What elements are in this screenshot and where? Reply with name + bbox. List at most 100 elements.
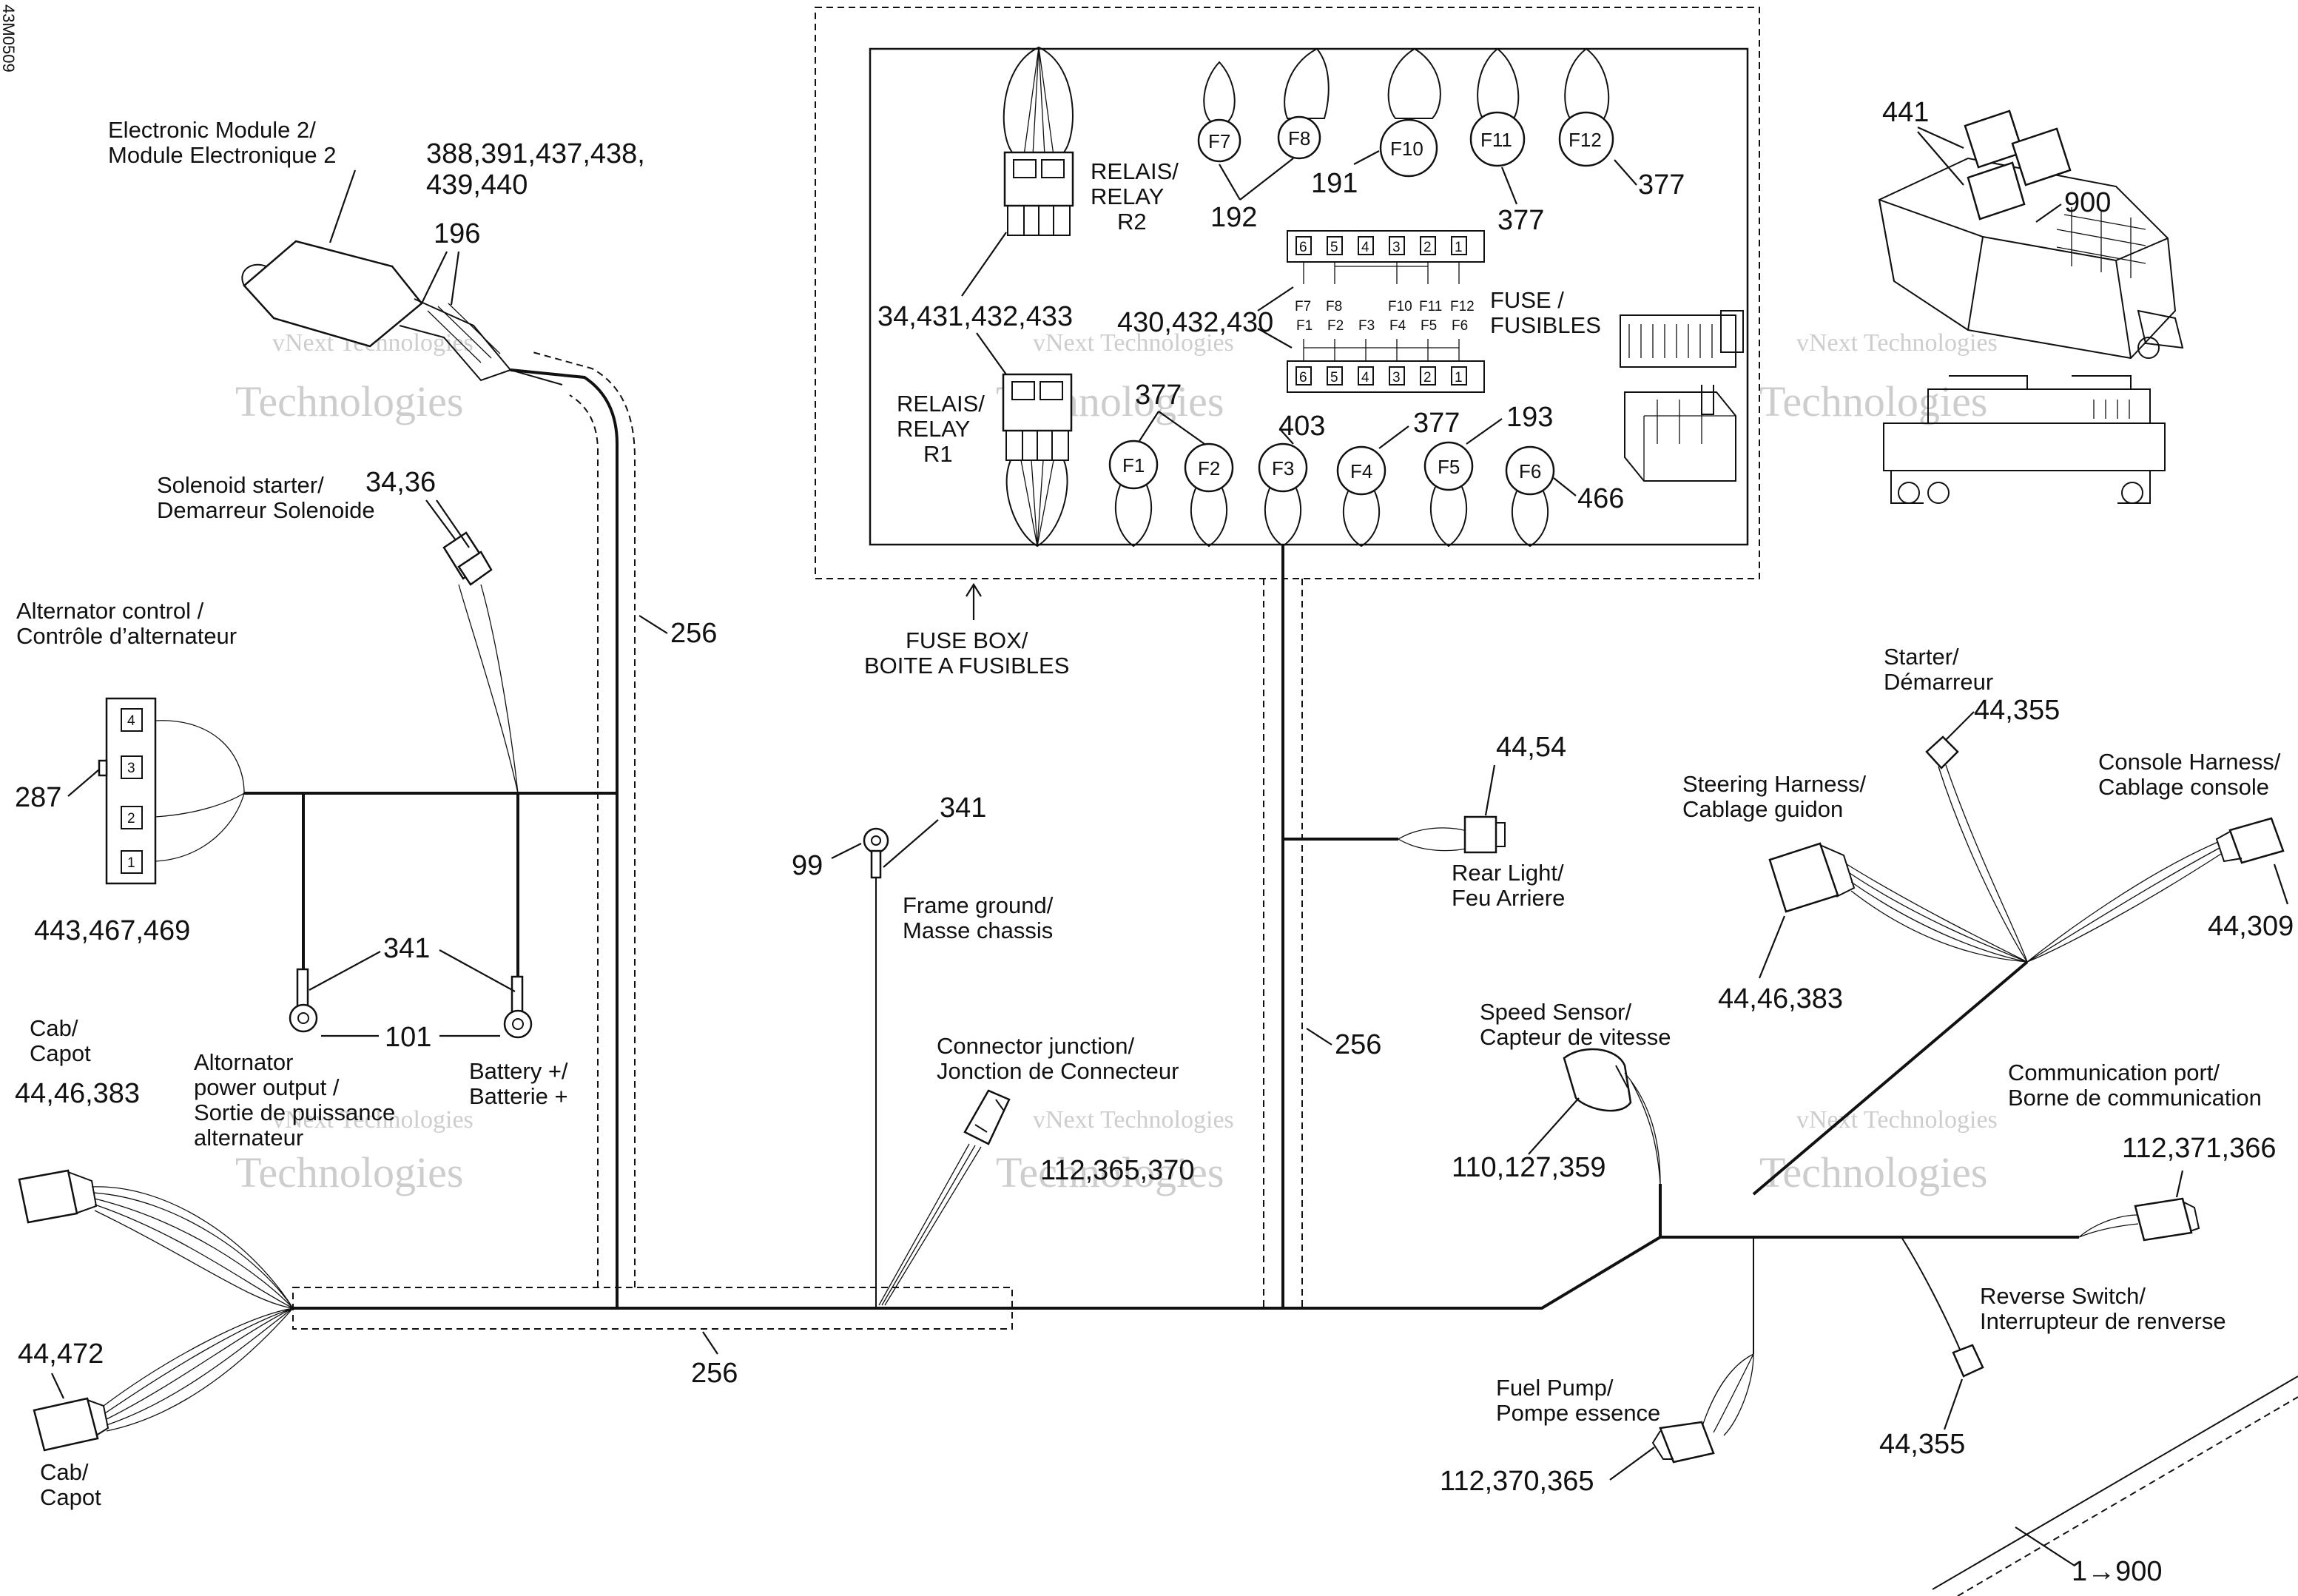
alternator-control-connector: 4 3 2 1 — [98, 697, 245, 885]
starter-label: Démarreur — [1884, 669, 1993, 695]
watermark-text: Technologies — [235, 1148, 463, 1196]
svg-text:F5: F5 — [1438, 456, 1460, 478]
ref-label: 287 — [15, 782, 61, 813]
fuse-label: FUSE / — [1490, 287, 1564, 313]
alt-control-label: Alternator control / — [16, 598, 204, 624]
connector-junction-label: Connector junction/ — [937, 1033, 1134, 1059]
alt-output-label: Altornator — [194, 1049, 293, 1075]
ref-label: 466 — [1577, 483, 1624, 514]
ref-label: 44,309 — [2208, 911, 2294, 942]
ring-terminal-battery — [503, 975, 533, 1039]
watermark-text: Technologies — [1759, 1148, 1987, 1196]
svg-text:F3: F3 — [1358, 318, 1375, 334]
rear-light-label: Feu Arriere — [1452, 885, 1565, 911]
ref-label: 377 — [1135, 380, 1182, 411]
ref-label: 403 — [1278, 411, 1325, 442]
fuse-label: FUSIBLES — [1490, 312, 1601, 338]
svg-text:3: 3 — [1392, 370, 1401, 385]
reverse-label: Interrupteur de renverse — [1980, 1308, 2226, 1334]
cab-upper-label: Cab/ — [30, 1015, 78, 1041]
fuse-f3: F3 — [1258, 442, 1308, 548]
battery-label: Battery +/ — [469, 1058, 568, 1084]
svg-text:F8: F8 — [1326, 299, 1342, 314]
ref-label: 256 — [670, 618, 717, 649]
svg-text:2: 2 — [127, 811, 135, 826]
alt-output-label: alternateur — [194, 1125, 303, 1151]
svg-text:F10: F10 — [1388, 299, 1412, 314]
ref-label: 341 — [940, 792, 986, 824]
fuse-holder-illustration — [1620, 310, 1744, 482]
connector-junction-label: Jonction de Connecteur — [937, 1058, 1179, 1084]
svg-text:3: 3 — [127, 761, 135, 776]
svg-text:F12: F12 — [1450, 299, 1475, 314]
relay-box-assembly — [1878, 110, 2184, 504]
frame-edge-line — [1932, 1376, 2298, 1590]
fuel-pump-label: Fuel Pump/ — [1496, 1375, 1614, 1401]
svg-text:F2: F2 — [1327, 318, 1344, 334]
reverse-label: Reverse Switch/ — [1980, 1283, 2146, 1309]
ref-label: 341 — [383, 933, 430, 964]
ref-label: 430,432,430 — [1117, 307, 1273, 338]
svg-text:3: 3 — [1392, 240, 1401, 255]
ref-label: 44,472 — [18, 1339, 104, 1370]
watermark-text: vNext Technologies — [1796, 1106, 1998, 1134]
watermark-text: vNext Technologies — [1796, 329, 1998, 357]
ref-label: 377 — [1497, 205, 1544, 236]
ref-label: 110,127,359 — [1452, 1152, 1606, 1183]
fuse-f4: F4 — [1336, 445, 1386, 548]
console-label: Cablage console — [2098, 774, 2269, 800]
svg-text:F7: F7 — [1208, 130, 1230, 152]
relay-r2 — [1003, 46, 1074, 236]
comm-port-label: Communication port/ — [2008, 1060, 2220, 1085]
svg-text:F11: F11 — [1480, 129, 1512, 151]
relay-r2-label: RELAIS/ — [1091, 158, 1179, 184]
ring-terminal-alternator — [289, 968, 318, 1033]
svg-text:F11: F11 — [1419, 299, 1442, 314]
svg-text:F6: F6 — [1452, 318, 1468, 334]
ref-label: 192 — [1210, 202, 1257, 233]
watermark-text: vNext Technologies — [1033, 1106, 1234, 1134]
svg-text:5: 5 — [1330, 240, 1338, 255]
ref-label: 256 — [691, 1358, 738, 1389]
ref-label: 101 — [385, 1022, 431, 1053]
svg-text:F10: F10 — [1390, 138, 1423, 160]
ref-label: 44,46,383 — [15, 1078, 140, 1109]
ref-label: 256 — [1335, 1029, 1381, 1060]
ref-label: 443,467,469 — [34, 915, 190, 946]
cab-connector-upper — [18, 1169, 294, 1309]
ref-label: 196 — [434, 218, 480, 249]
alt-output-label: power output / — [194, 1074, 340, 1100]
fuse-map: 6 5 4 3 2 1 F7 F8 F10 F11 F12 F1 F2 F3 F… — [1287, 230, 1485, 393]
svg-text:F2: F2 — [1198, 457, 1220, 479]
communication-port-connector — [2078, 1197, 2200, 1242]
svg-text:F1: F1 — [1122, 454, 1145, 477]
alt-control-label: Contrôle d’alternateur — [16, 623, 237, 649]
steering-harness-connector — [1768, 842, 2028, 963]
comm-port-label: Borne de communication — [2008, 1085, 2262, 1111]
ref-label: 44,355 — [1974, 695, 2060, 726]
svg-text:F12: F12 — [1568, 129, 1602, 151]
watermark-text: Technologies — [1759, 377, 1987, 425]
relay-r1-id: R1 — [923, 441, 953, 467]
ref-label: 34,36 — [365, 467, 436, 498]
frame-ground-label: Masse chassis — [903, 917, 1053, 943]
ref-label: 99 — [792, 850, 823, 881]
svg-text:4: 4 — [1361, 240, 1369, 255]
fuse-f2: F2 — [1184, 442, 1234, 548]
relay-r2-label: RELAY — [1091, 183, 1164, 209]
svg-text:2: 2 — [1423, 240, 1432, 255]
svg-text:6: 6 — [1299, 370, 1307, 385]
watermark-text: vNext Technologies — [272, 1106, 474, 1134]
svg-text:F1: F1 — [1296, 318, 1313, 334]
steering-label: Steering Harness/ — [1682, 771, 1867, 797]
fuse-f10: F10 — [1379, 47, 1441, 178]
svg-text:F3: F3 — [1272, 457, 1294, 479]
svg-text:F4: F4 — [1350, 460, 1372, 482]
relay-r1-label: RELAY — [897, 416, 970, 442]
fuse-f8: F8 — [1277, 47, 1330, 160]
cab-lower-label: Cab/ — [40, 1459, 89, 1485]
starter-label: Starter/ — [1884, 644, 1959, 670]
watermark-text: Technologies — [235, 377, 463, 425]
fuse-box-panel — [869, 47, 1749, 546]
